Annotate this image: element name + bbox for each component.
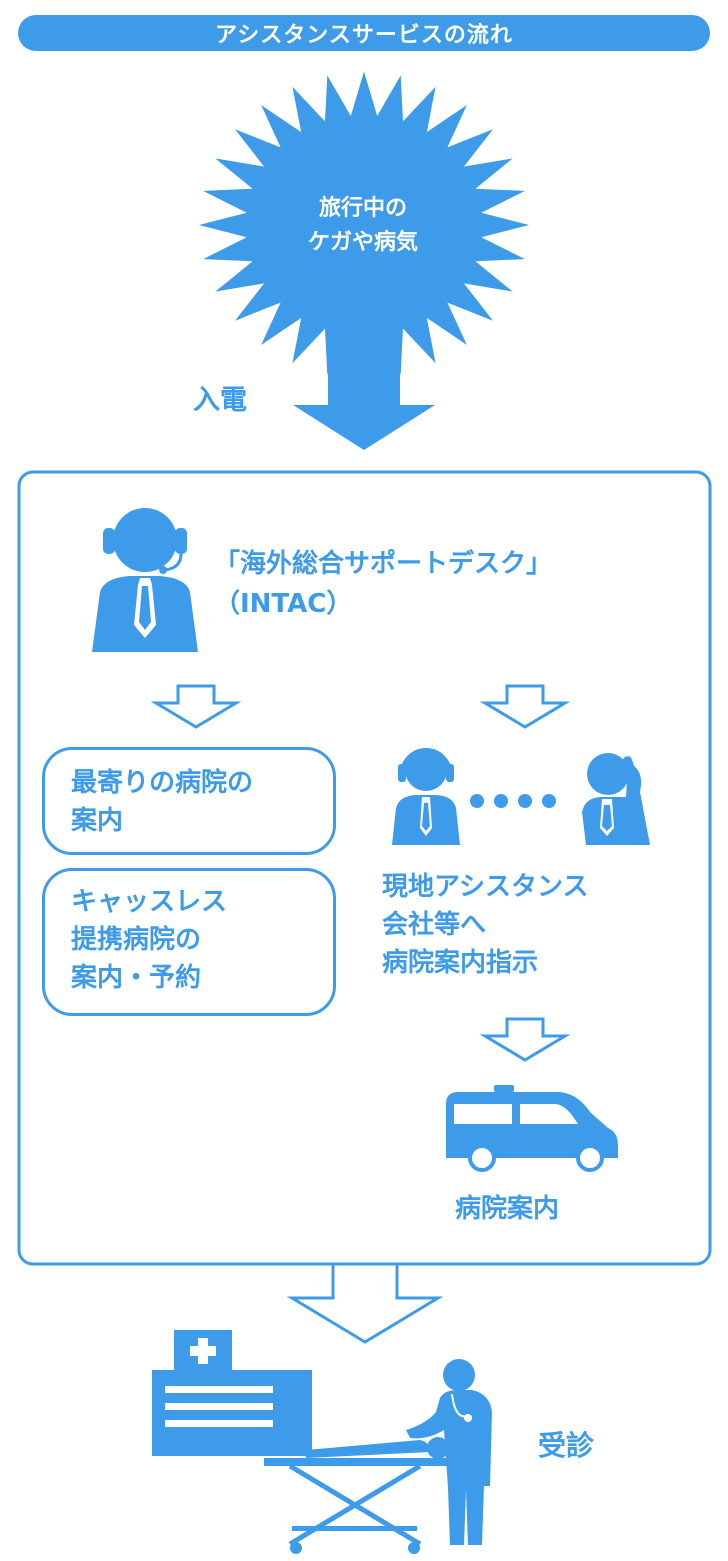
operator-headset-small-icon — [392, 748, 460, 845]
local-line3: 病院案内指示 — [382, 948, 539, 978]
consultation-label: 受診 — [538, 1429, 595, 1462]
local-line1: 現地アシスタンス — [382, 872, 589, 902]
title-banner: アシスタンスサービスの流れ — [18, 15, 710, 51]
starburst-icon — [199, 71, 529, 379]
call-arrow — [293, 320, 435, 450]
down-arrow-left — [150, 684, 242, 729]
call-label: 入電 — [193, 385, 247, 416]
local-assistance-instruction: 現地アシスタンス 会社等へ 病院案内指示 — [382, 868, 588, 982]
option1-line1: 最寄りの病院の — [71, 768, 254, 798]
doctor-icon — [406, 1359, 492, 1545]
support-desk-name: 「海外総合サポートデスク」 （INTAC） — [214, 544, 552, 624]
hospital-building-icon — [152, 1330, 312, 1456]
option-nearest-hospital: 最寄りの病院の 案内 — [42, 747, 336, 855]
burst-line2: ケガや病気 — [307, 230, 418, 255]
ellipsis-dots — [470, 794, 556, 808]
burst-line1: 旅行中の — [318, 196, 407, 221]
down-arrow-consult — [286, 1262, 444, 1344]
down-arrow-right — [479, 684, 571, 729]
desk-line1: 「海外総合サポートデスク」 — [214, 549, 553, 579]
option2-line1: キャッスレス — [71, 887, 228, 917]
down-arrow-ambulance — [479, 1017, 571, 1062]
operator-headset-icon — [92, 508, 198, 652]
option-cashless-hospital: キャッスレス 提携病院の 案内・予約 — [42, 868, 336, 1016]
hospital-guide-label: 病院案内 — [455, 1194, 560, 1224]
option2-line2: 提携病院の — [71, 925, 202, 955]
desk-line2: （INTAC） — [214, 589, 353, 619]
option2-line3: 案内・予約 — [71, 963, 202, 993]
title-text: アシスタンスサービスの流れ — [215, 23, 513, 48]
burst-label: 旅行中の ケガや病気 — [268, 192, 458, 260]
stretcher-icon — [264, 1437, 454, 1554]
ambulance-icon — [446, 1085, 618, 1172]
option1-line2: 案内 — [71, 806, 124, 836]
operator-phone-icon — [582, 753, 650, 845]
local-line2: 会社等へ — [382, 910, 487, 940]
